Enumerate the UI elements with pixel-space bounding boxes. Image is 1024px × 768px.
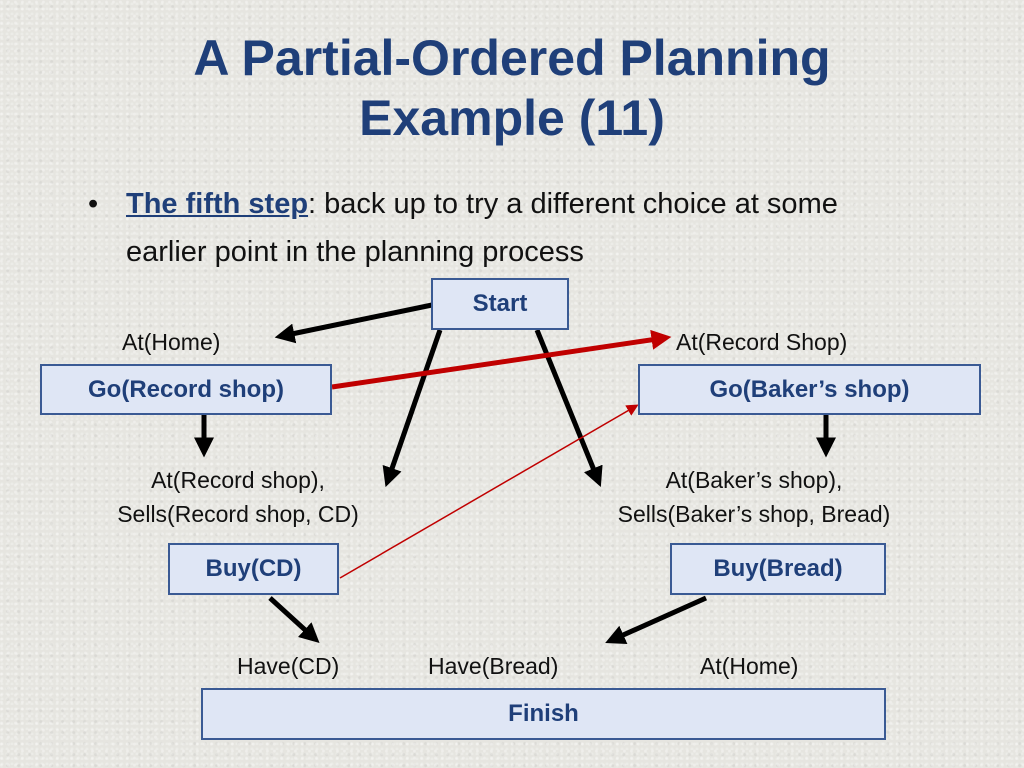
slide-title: A Partial-Ordered Planning Example (11) bbox=[0, 28, 1024, 148]
bullet-point: • The fifth step: back up to try a diffe… bbox=[88, 180, 908, 276]
bullet-marker: • bbox=[88, 188, 99, 220]
node-buy-cd-label: Buy(CD) bbox=[205, 555, 302, 582]
node-finish: Finish bbox=[201, 688, 886, 740]
node-go-record-shop-label: Go(Record shop) bbox=[88, 375, 284, 403]
node-go-bakers-shop: Go(Baker’s shop) bbox=[638, 364, 981, 415]
node-start-label: Start bbox=[472, 290, 528, 317]
node-go-bakers-shop-label: Go(Baker’s shop) bbox=[709, 375, 910, 403]
label-record-pre-line1: At(Record shop), bbox=[151, 467, 325, 493]
label-baker-pre-line1: At(Baker’s shop), bbox=[665, 467, 843, 493]
node-buy-bread-label: Buy(Bread) bbox=[713, 555, 843, 582]
causal-link-go-record-to-at-record-shop bbox=[331, 329, 672, 390]
label-at-home-top: At(Home) bbox=[122, 329, 221, 355]
bullet-emphasis: The fifth step bbox=[126, 188, 309, 220]
node-go-record-shop: Go(Record shop) bbox=[40, 364, 332, 415]
label-baker-precondition: At(Baker’s shop), Sells(Baker’s shop, Br… bbox=[584, 463, 924, 531]
label-at-home-bottom: At(Home) bbox=[700, 653, 799, 679]
node-buy-bread: Buy(Bread) bbox=[670, 543, 886, 595]
node-finish-label: Finish bbox=[508, 700, 579, 727]
bullet-text-block: The fifth step: back up to try a differe… bbox=[126, 180, 908, 276]
title-line-2: Example (11) bbox=[359, 90, 665, 146]
label-have-cd: Have(CD) bbox=[237, 653, 340, 679]
arrow-start-to-record-pre bbox=[382, 329, 443, 488]
node-start: Start bbox=[431, 278, 569, 330]
label-have-bread: Have(Bread) bbox=[428, 653, 559, 679]
title-line-1: A Partial-Ordered Planning bbox=[193, 30, 831, 86]
node-buy-cd: Buy(CD) bbox=[168, 543, 339, 595]
arrow-start-to-at-home bbox=[274, 302, 433, 344]
arrow-buy-bread-to-have-bread bbox=[605, 595, 708, 645]
label-at-record-shop-top: At(Record Shop) bbox=[676, 329, 848, 355]
label-baker-pre-line2: Sells(Baker’s shop, Bread) bbox=[617, 501, 891, 527]
label-record-pre-line2: Sells(Record shop, CD) bbox=[117, 501, 359, 527]
label-record-precondition: At(Record shop), Sells(Record shop, CD) bbox=[88, 463, 388, 531]
arrow-buy-cd-to-have-cd bbox=[268, 596, 320, 644]
bullet-text: : back up to try a different choice at s… bbox=[126, 188, 838, 268]
threat-link-buy-cd-to-go-baker bbox=[339, 404, 639, 579]
